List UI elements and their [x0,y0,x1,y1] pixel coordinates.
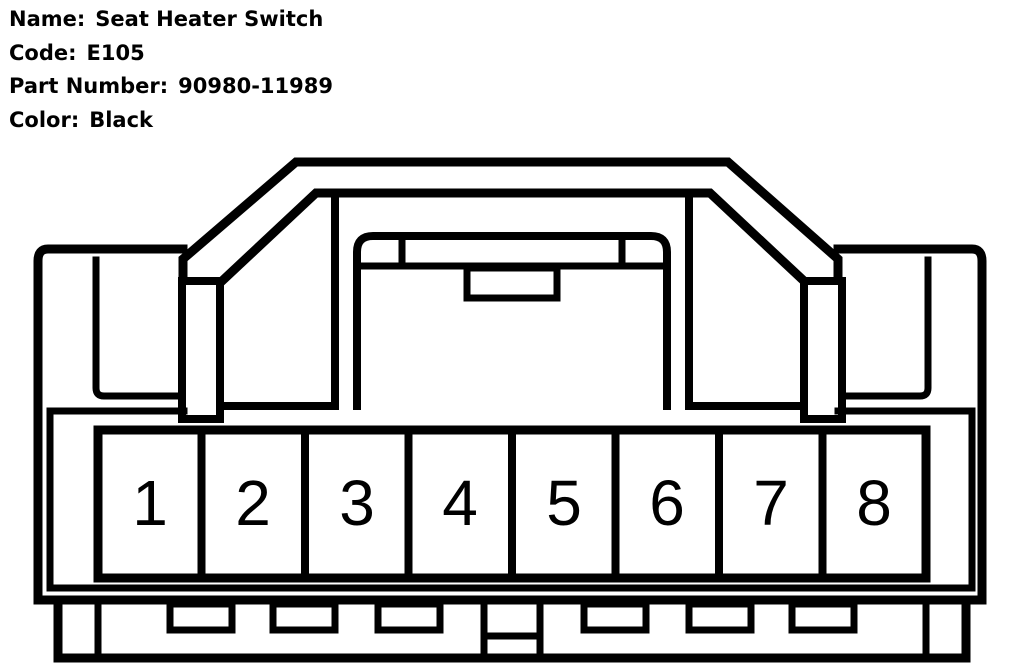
pin-label-7: 7 [753,467,789,539]
part-number-value: 90980-11989 [178,74,333,98]
part-number-field: Part Number: 90980-11989 [9,70,333,104]
latch-hood-outer [178,157,843,283]
code-field: Code: E105 [9,37,333,71]
pin-label-6: 6 [649,467,685,539]
pin-labels: 1 2 3 4 5 6 7 8 [132,467,892,539]
right-ear [840,256,932,400]
name-label: Name: [9,7,86,31]
inner-face-frame [46,407,976,592]
connector-info: Name: Seat Heater Switch Code: E105 Part N… [9,3,333,137]
pin-label-3: 3 [339,467,375,539]
code-label: Code: [9,40,77,65]
name-field: Name: Seat Heater Switch [9,3,333,37]
pin-label-4: 4 [442,467,478,539]
lock-tab [463,264,561,302]
pin-dividers [197,426,827,582]
left-latch-post [178,277,224,423]
name-value: Seat Heater Switch [95,7,324,31]
bottom-key [480,600,544,658]
pin-label-5: 5 [546,467,582,539]
code-value: E105 [86,40,145,65]
color-value: Black [89,107,154,132]
housing-outline [33,244,987,605]
pin-label-2: 2 [235,467,271,539]
bottom-tabs [166,600,858,634]
pin-label-1: 1 [132,467,168,539]
latch-hood-inner [215,188,811,288]
color-label: Color: [9,107,80,132]
part-number-label: Part Number: [9,74,169,98]
right-channel [685,193,808,410]
color-field: Color: Black [9,104,333,138]
left-channel [218,193,339,410]
pin-label-8: 8 [856,467,892,539]
right-latch-post [800,277,846,423]
left-ear [92,256,184,400]
bottom-skirt [53,595,971,663]
lock-window [353,232,671,410]
